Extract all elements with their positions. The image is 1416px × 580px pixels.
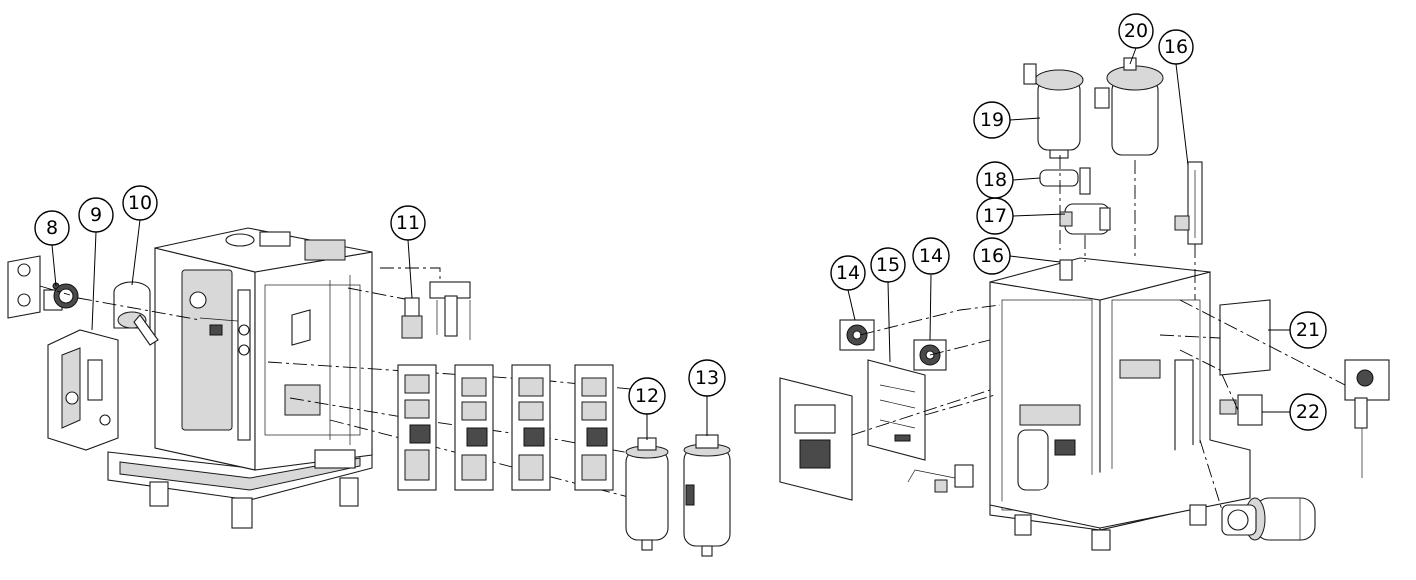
callout-12: 12 [628,377,666,415]
callout-9-label: 9 [90,204,102,226]
callout-14-left: 14 [830,255,866,291]
callout-16-upper: 16 [1158,29,1194,65]
callout-14-right-label: 14 [919,245,943,267]
right-machine-frame [989,257,1251,551]
callout-17-label: 17 [983,205,1007,227]
callout-13: 13 [688,359,726,397]
callout-9: 9 [78,197,114,233]
solenoid-valve-blocks [397,364,614,491]
callout-21: 21 [1289,311,1327,349]
callout-16-upper-label: 16 [1164,36,1188,58]
callout-13-label: 13 [695,367,719,389]
callout-22: 22 [1289,393,1327,431]
callout-15: 15 [870,247,906,283]
part-12-heater-cylinder [625,437,669,551]
part-20-filter-housing [1094,57,1164,156]
callout-18: 18 [976,161,1014,199]
callout-18-label: 18 [983,169,1007,191]
part-16-fitting [1059,259,1073,281]
callout-16-lower: 16 [973,237,1011,275]
part-22-clamp [1219,394,1263,426]
callout-20: 20 [1118,13,1154,49]
callout-19: 19 [973,101,1011,139]
pump-motor [1221,497,1316,541]
callout-20-label: 20 [1124,20,1148,42]
callout-10: 10 [122,185,158,221]
callout-8-label: 8 [46,217,58,239]
part-16-rail [1174,161,1203,245]
callout-10-label: 10 [128,192,152,214]
sensor-cable [907,464,974,493]
callout-8: 8 [34,210,70,246]
callout-11-label: 11 [396,212,420,234]
part-18-valve [1039,167,1091,195]
part-13-heater-cylinder [683,434,731,557]
callout-16-lower-label: 16 [980,245,1004,267]
grinder-unit [1344,359,1390,478]
part-11-valves [401,281,471,340]
left-machine-frame [107,227,373,529]
callout-15-label: 15 [876,254,900,276]
part-21-panel [1219,299,1271,376]
callout-14-left-label: 14 [836,262,860,284]
callout-21-label: 21 [1296,319,1320,341]
callout-11: 11 [390,205,426,241]
callout-19-label: 19 [980,109,1004,131]
side-cover-panel [779,377,853,501]
callout-12-label: 12 [635,385,659,407]
callout-22-label: 22 [1296,401,1320,423]
part-9-brew-unit [47,283,119,451]
callout-14-right: 14 [912,237,950,275]
part-17-pump-assembly [1059,203,1111,235]
part-15-circuit-board [867,359,926,461]
callout-17: 17 [976,197,1014,235]
part-19-filter-housing [1023,63,1084,159]
part-14-fan-left [839,319,875,351]
part-10-coupling [113,281,159,346]
